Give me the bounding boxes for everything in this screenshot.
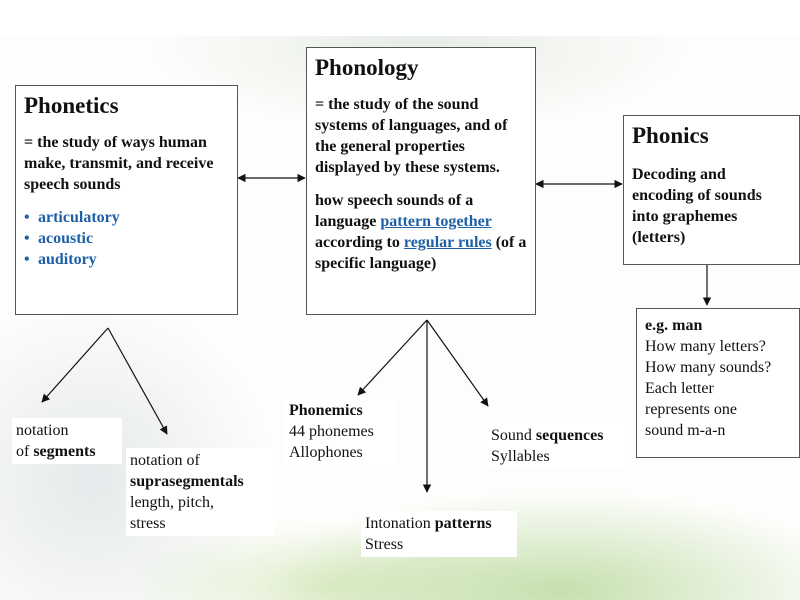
phonetics-bullet-auditory: auditory bbox=[24, 249, 229, 270]
phonetics-definition: = the study of ways human make, transmit… bbox=[24, 134, 214, 193]
phonics-box: Phonics Decoding and encoding of sounds … bbox=[623, 115, 800, 265]
phonology-box: Phonology = the study of the sound syste… bbox=[306, 47, 536, 315]
example-line: Each letter bbox=[645, 380, 714, 397]
segments-label: notation of segments bbox=[12, 418, 122, 464]
example-line: How many letters? bbox=[645, 338, 766, 355]
arrow-to-segments bbox=[41, 327, 109, 403]
phonology-title: Phonology bbox=[315, 55, 419, 80]
example-box: e.g. man How many letters? How many soun… bbox=[636, 308, 800, 458]
phonology-pattern-text: how speech sounds of a language pattern … bbox=[315, 192, 527, 272]
regular-rules-link[interactable]: regular rules bbox=[403, 234, 492, 251]
example-line: How many sounds? bbox=[645, 359, 772, 376]
intonation-label: Intonation patterns Stress bbox=[361, 511, 517, 557]
phonology-definition: = the study of the sound systems of lang… bbox=[315, 96, 508, 176]
example-heading: e.g. man bbox=[645, 317, 703, 334]
arrow-to-phonemics bbox=[357, 319, 428, 396]
phonics-definition: Decoding and encoding of sounds into gra… bbox=[632, 166, 762, 246]
phonetics-bullet-articulatory: articulatory bbox=[24, 207, 229, 228]
arrow-to-suprasegmentals bbox=[107, 327, 168, 435]
arrow-to-sequences bbox=[426, 319, 489, 407]
top-band bbox=[0, 0, 800, 36]
suprasegmentals-label: notation of suprasegmentals length, pitc… bbox=[126, 448, 274, 536]
pattern-together-link[interactable]: pattern together bbox=[380, 213, 492, 230]
sequences-label: Sound sequences Syllables bbox=[487, 423, 631, 469]
phonetics-bullet-list: articulatory acoustic auditory bbox=[24, 207, 229, 270]
phonetics-box: Phonetics = the study of ways human make… bbox=[15, 85, 238, 315]
phonetics-bullet-acoustic: acoustic bbox=[24, 228, 229, 249]
phonics-title: Phonics bbox=[632, 123, 709, 148]
phonemics-label: Phonemics 44 phonemes Allophones bbox=[285, 398, 397, 465]
phonetics-title: Phonetics bbox=[24, 93, 119, 118]
example-line: sound m-a-n bbox=[645, 422, 726, 439]
example-line: represents one bbox=[645, 401, 737, 418]
